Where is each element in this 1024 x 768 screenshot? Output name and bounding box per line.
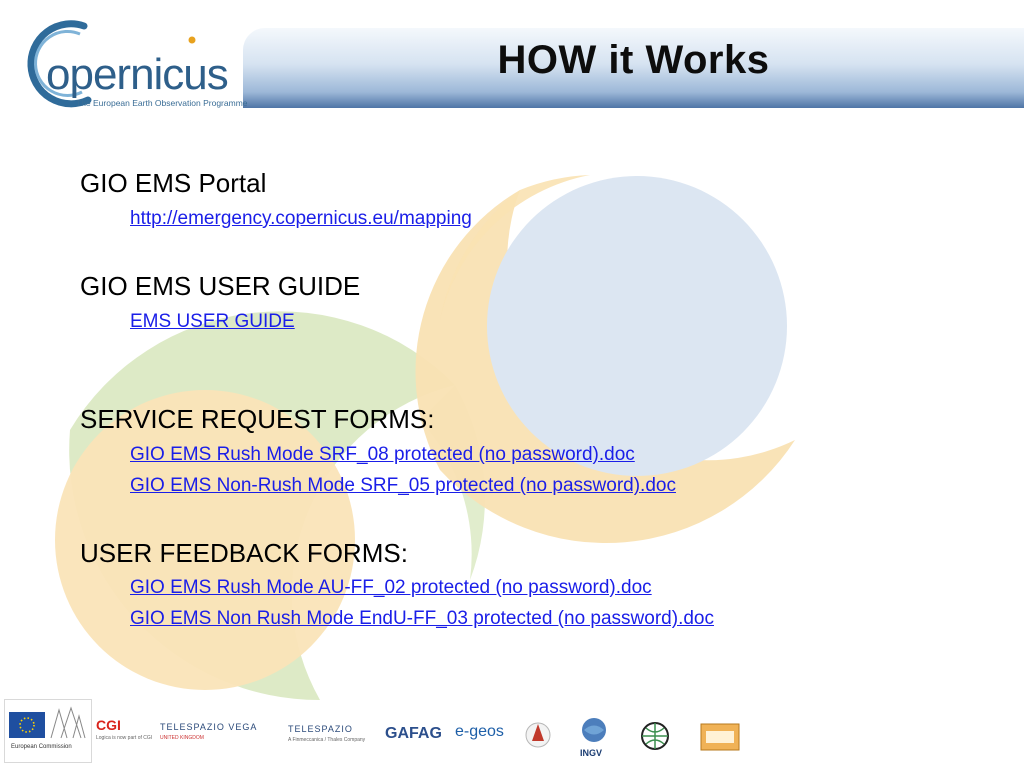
copernicus-logo: opernicus The European Earth Observation… [6,14,248,109]
globe-grid-logo-icon [641,722,669,750]
cgi-name: CGI [96,717,121,733]
logo-wordmark: opernicus [46,50,229,99]
egeos-name: e-geos [455,723,504,740]
service-request-link-rush[interactable]: GIO EMS Rush Mode SRF_08 protected (no p… [130,444,635,465]
service-request-link-non-rush[interactable]: GIO EMS Non-Rush Mode SRF_05 protected (… [130,475,676,496]
copernicus-c-icon [27,20,196,108]
user-feedback-link-rush[interactable]: GIO EMS Rush Mode AU-FF_02 protected (no… [130,577,652,598]
user-guide-heading: GIO EMS USER GUIDE [80,271,361,301]
portal-heading: GIO EMS Portal [80,168,267,198]
cgi-logo: CGI Logica is now part of CGI [96,717,152,741]
gafag-logo: GAFAG [385,725,442,743]
partner-logos-bar: European Commission CGI Logica is now pa… [0,695,1024,768]
ingv-globe-icon [582,718,606,742]
telespazio-vega-logo: TELESPAZIO VEGA UNITED KINGDOM [160,717,257,741]
user-feedback-link-non-rush[interactable]: GIO EMS Non Rush Mode EndU-FF_03 protect… [130,608,714,629]
telespazio-logo: TELESPAZIO A Finmeccanica / Thales Compa… [288,719,365,743]
user-feedback-heading: USER FEEDBACK FORMS: [80,538,408,568]
ingv-name: INGV [580,748,603,758]
yellow-circle-shape [55,390,355,690]
egeos-logo: e-geos [455,723,504,741]
logo-subtitle: The European Earth Observation Programme [76,98,248,108]
partner-box-logo-icon [700,723,740,751]
gafag-name: GAFAG [385,725,442,742]
ec-building-icon [50,706,86,739]
ec-label: European Commission [11,744,72,750]
service-request-heading: SERVICE REQUEST FORMS: [80,404,435,434]
telespazio-vega-tagline: UNITED KINGDOM [160,735,204,741]
cgi-tagline: Logica is now part of CGI [96,735,153,741]
telespazio-name: TELESPAZIO [288,724,353,734]
ingv-logo: INGV [580,717,608,758]
user-guide-link[interactable]: EMS USER GUIDE [130,311,295,332]
portal-link[interactable]: http://emergency.copernicus.eu/mapping [130,208,472,229]
european-commission-logo: European Commission [4,699,92,763]
eu-flag-icon [9,712,45,738]
yellow-crescent-shape [415,190,795,544]
yellow-crescent-top-shape [440,175,590,320]
blue-circle-shape [487,176,787,476]
telespazio-vega-name: TELESPAZIO VEGA [160,722,258,732]
telespazio-tagline: A Finmeccanica / Thales Company [288,737,366,743]
header-band [243,28,1024,108]
italian-emblem-icon [525,722,551,748]
page-title: HOW it Works [497,38,770,82]
